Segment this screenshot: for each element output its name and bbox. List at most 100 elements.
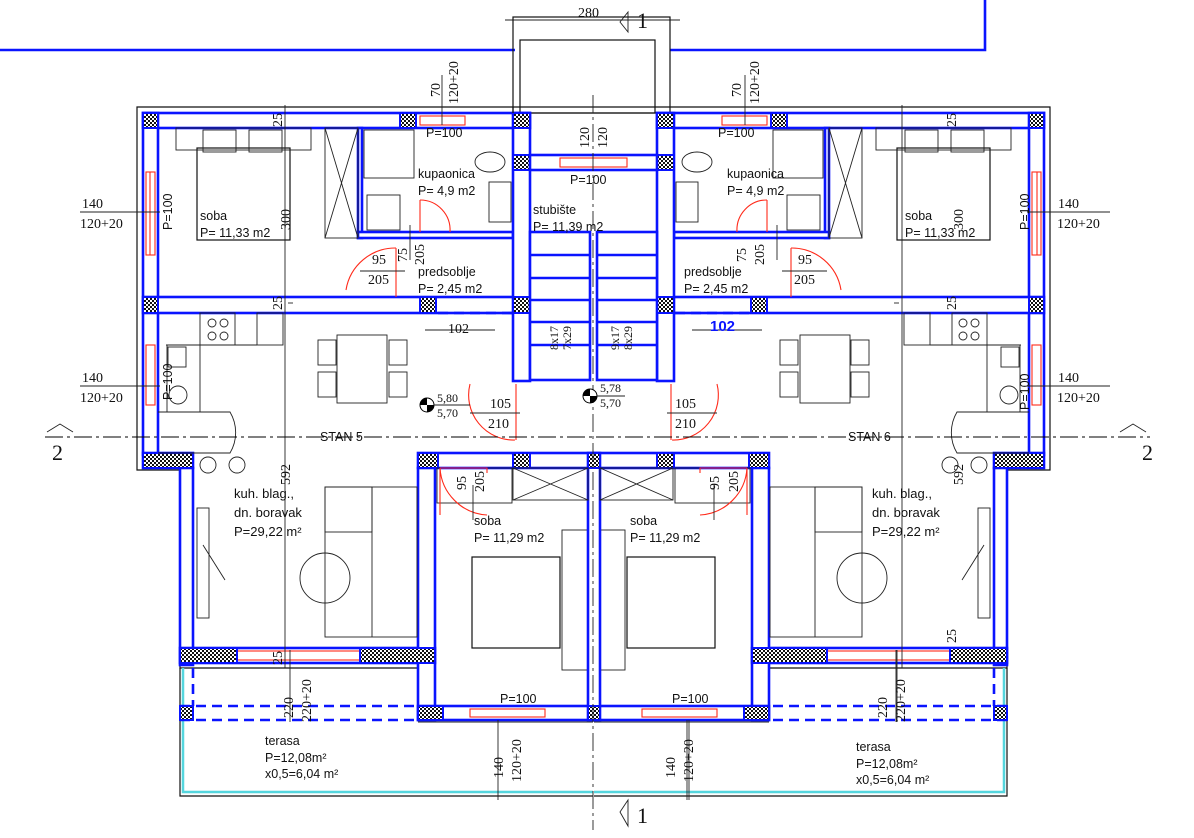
room-area: P= 4,9 m2	[418, 184, 475, 198]
window-width: 140	[82, 197, 103, 212]
section-marker-bottom: 1	[637, 803, 648, 828]
window-sill-label: P=100	[1018, 193, 1032, 230]
wall-thickness: 25	[271, 651, 286, 665]
level-value: 5,70	[437, 406, 458, 420]
door-width: 95	[455, 476, 470, 490]
wall-thickness: 25	[945, 296, 960, 310]
door-width: 75	[396, 248, 411, 262]
room-name: terasa	[856, 740, 891, 754]
window-height: 120+20	[80, 217, 123, 232]
room-name: dn. boravak	[872, 505, 940, 520]
wall-thickness: 25	[945, 113, 960, 127]
room-depth: 300	[952, 209, 967, 230]
wall-thickness: 25	[271, 113, 286, 127]
stair-flight-2: 9x17	[608, 326, 622, 350]
level-value: 5,78	[600, 381, 621, 395]
room-name: soba	[200, 209, 227, 223]
window-height: 120+20	[1057, 391, 1100, 406]
stairs-window-sill: P=100	[570, 173, 607, 187]
stairs-window-dim: 120	[578, 127, 593, 148]
window-sill-label: P=100	[718, 126, 755, 140]
window-width: 140	[1058, 371, 1079, 386]
room-area: P= 11,33 m2	[905, 226, 975, 240]
door-width: 95	[798, 253, 812, 268]
apartment-label-right: STAN 6	[848, 430, 891, 444]
level-value: 5,70	[600, 396, 621, 410]
door-width: 105	[490, 397, 511, 412]
room-name: dn. boravak	[234, 505, 302, 520]
room-name: predsoblje	[418, 265, 476, 279]
door-height: 205	[794, 273, 815, 288]
room-area: P= 2,45 m2	[684, 282, 748, 296]
passage-width: 102	[448, 322, 469, 337]
staircase	[512, 95, 674, 830]
door-height: 220+20	[894, 679, 909, 722]
window-width: 140	[492, 757, 507, 778]
room-area: P=29,22 m²	[234, 524, 302, 539]
room-name: soba	[905, 209, 932, 223]
stairs-name: stubište	[533, 203, 576, 217]
wall-thickness: 25	[271, 296, 286, 310]
stairs-area: P= 11,39 m2	[533, 220, 603, 234]
plot-boundary	[0, 0, 987, 52]
door-width: 105	[675, 397, 696, 412]
door-width: 220	[282, 697, 297, 718]
room-depth: 592	[279, 464, 294, 485]
door-height: 205	[368, 273, 389, 288]
section-marker-top: 1	[637, 8, 648, 33]
room-name: predsoblje	[684, 265, 742, 279]
window-height: 120+20	[80, 391, 123, 406]
door-height: 205	[727, 471, 742, 492]
room-area: P= 11,33 m2	[200, 226, 270, 240]
room-depth: 592	[952, 464, 967, 485]
room-area: P=29,22 m²	[872, 524, 940, 539]
window-width: 70	[730, 83, 745, 97]
window-height: 120+20	[682, 739, 697, 782]
window-sill-label: P=100	[500, 692, 537, 706]
section-marker-right: 2	[1142, 440, 1153, 465]
level-marker-left: 5,80 5,70	[419, 391, 470, 420]
room-name: soba	[474, 514, 501, 528]
window-sill-label: P=100	[161, 193, 175, 230]
room-name: kupaonica	[727, 167, 784, 181]
room-area: P= 11,29 m2	[474, 531, 544, 545]
room-name: terasa	[265, 734, 300, 748]
stairs-window-dim: 120	[596, 127, 611, 148]
room-area: P=12,08m²	[265, 751, 327, 765]
door-height: 205	[753, 244, 768, 265]
room-depth: 300	[279, 209, 294, 230]
window-width: 140	[1058, 197, 1079, 212]
door-width: 95	[372, 253, 386, 268]
room-area: P= 2,45 m2	[418, 282, 482, 296]
window-height: 120+20	[1057, 217, 1100, 232]
room-area: x0,5=6,04 m²	[856, 773, 929, 787]
stair-flight-1: 8x17	[547, 326, 561, 350]
level-marker-center: 5,78 5,70	[582, 381, 625, 410]
door-width: 220	[876, 697, 891, 718]
stair-flight-2: 8x29	[621, 326, 635, 350]
door-height: 205	[473, 471, 488, 492]
window-height: 120+20	[510, 739, 525, 782]
door-height: 205	[413, 244, 428, 265]
top-dimension: 280	[578, 6, 599, 21]
window-width: 70	[429, 83, 444, 97]
room-name: kuh. blag.,	[234, 486, 294, 501]
window-sill-label: P=100	[161, 363, 175, 400]
window-height: 120+20	[447, 61, 462, 104]
room-area: P= 4,9 m2	[727, 184, 784, 198]
room-name: kupaonica	[418, 167, 475, 181]
window-width: 140	[664, 757, 679, 778]
room-area: P=12,08m²	[856, 757, 918, 771]
wall-thickness: 25	[945, 629, 960, 643]
window-sill-label: P=100	[1018, 373, 1032, 410]
room-name: soba	[630, 514, 657, 528]
passage-width: 102	[710, 318, 735, 335]
window-sill-label: P=100	[426, 126, 463, 140]
section-marker-left: 2	[52, 440, 63, 465]
stair-flight-1: 7x29	[560, 326, 574, 350]
apartment-label-left: STAN 5	[320, 430, 363, 444]
room-area: P= 11,29 m2	[630, 531, 700, 545]
door-height: 220+20	[300, 679, 315, 722]
window-width: 140	[82, 371, 103, 386]
